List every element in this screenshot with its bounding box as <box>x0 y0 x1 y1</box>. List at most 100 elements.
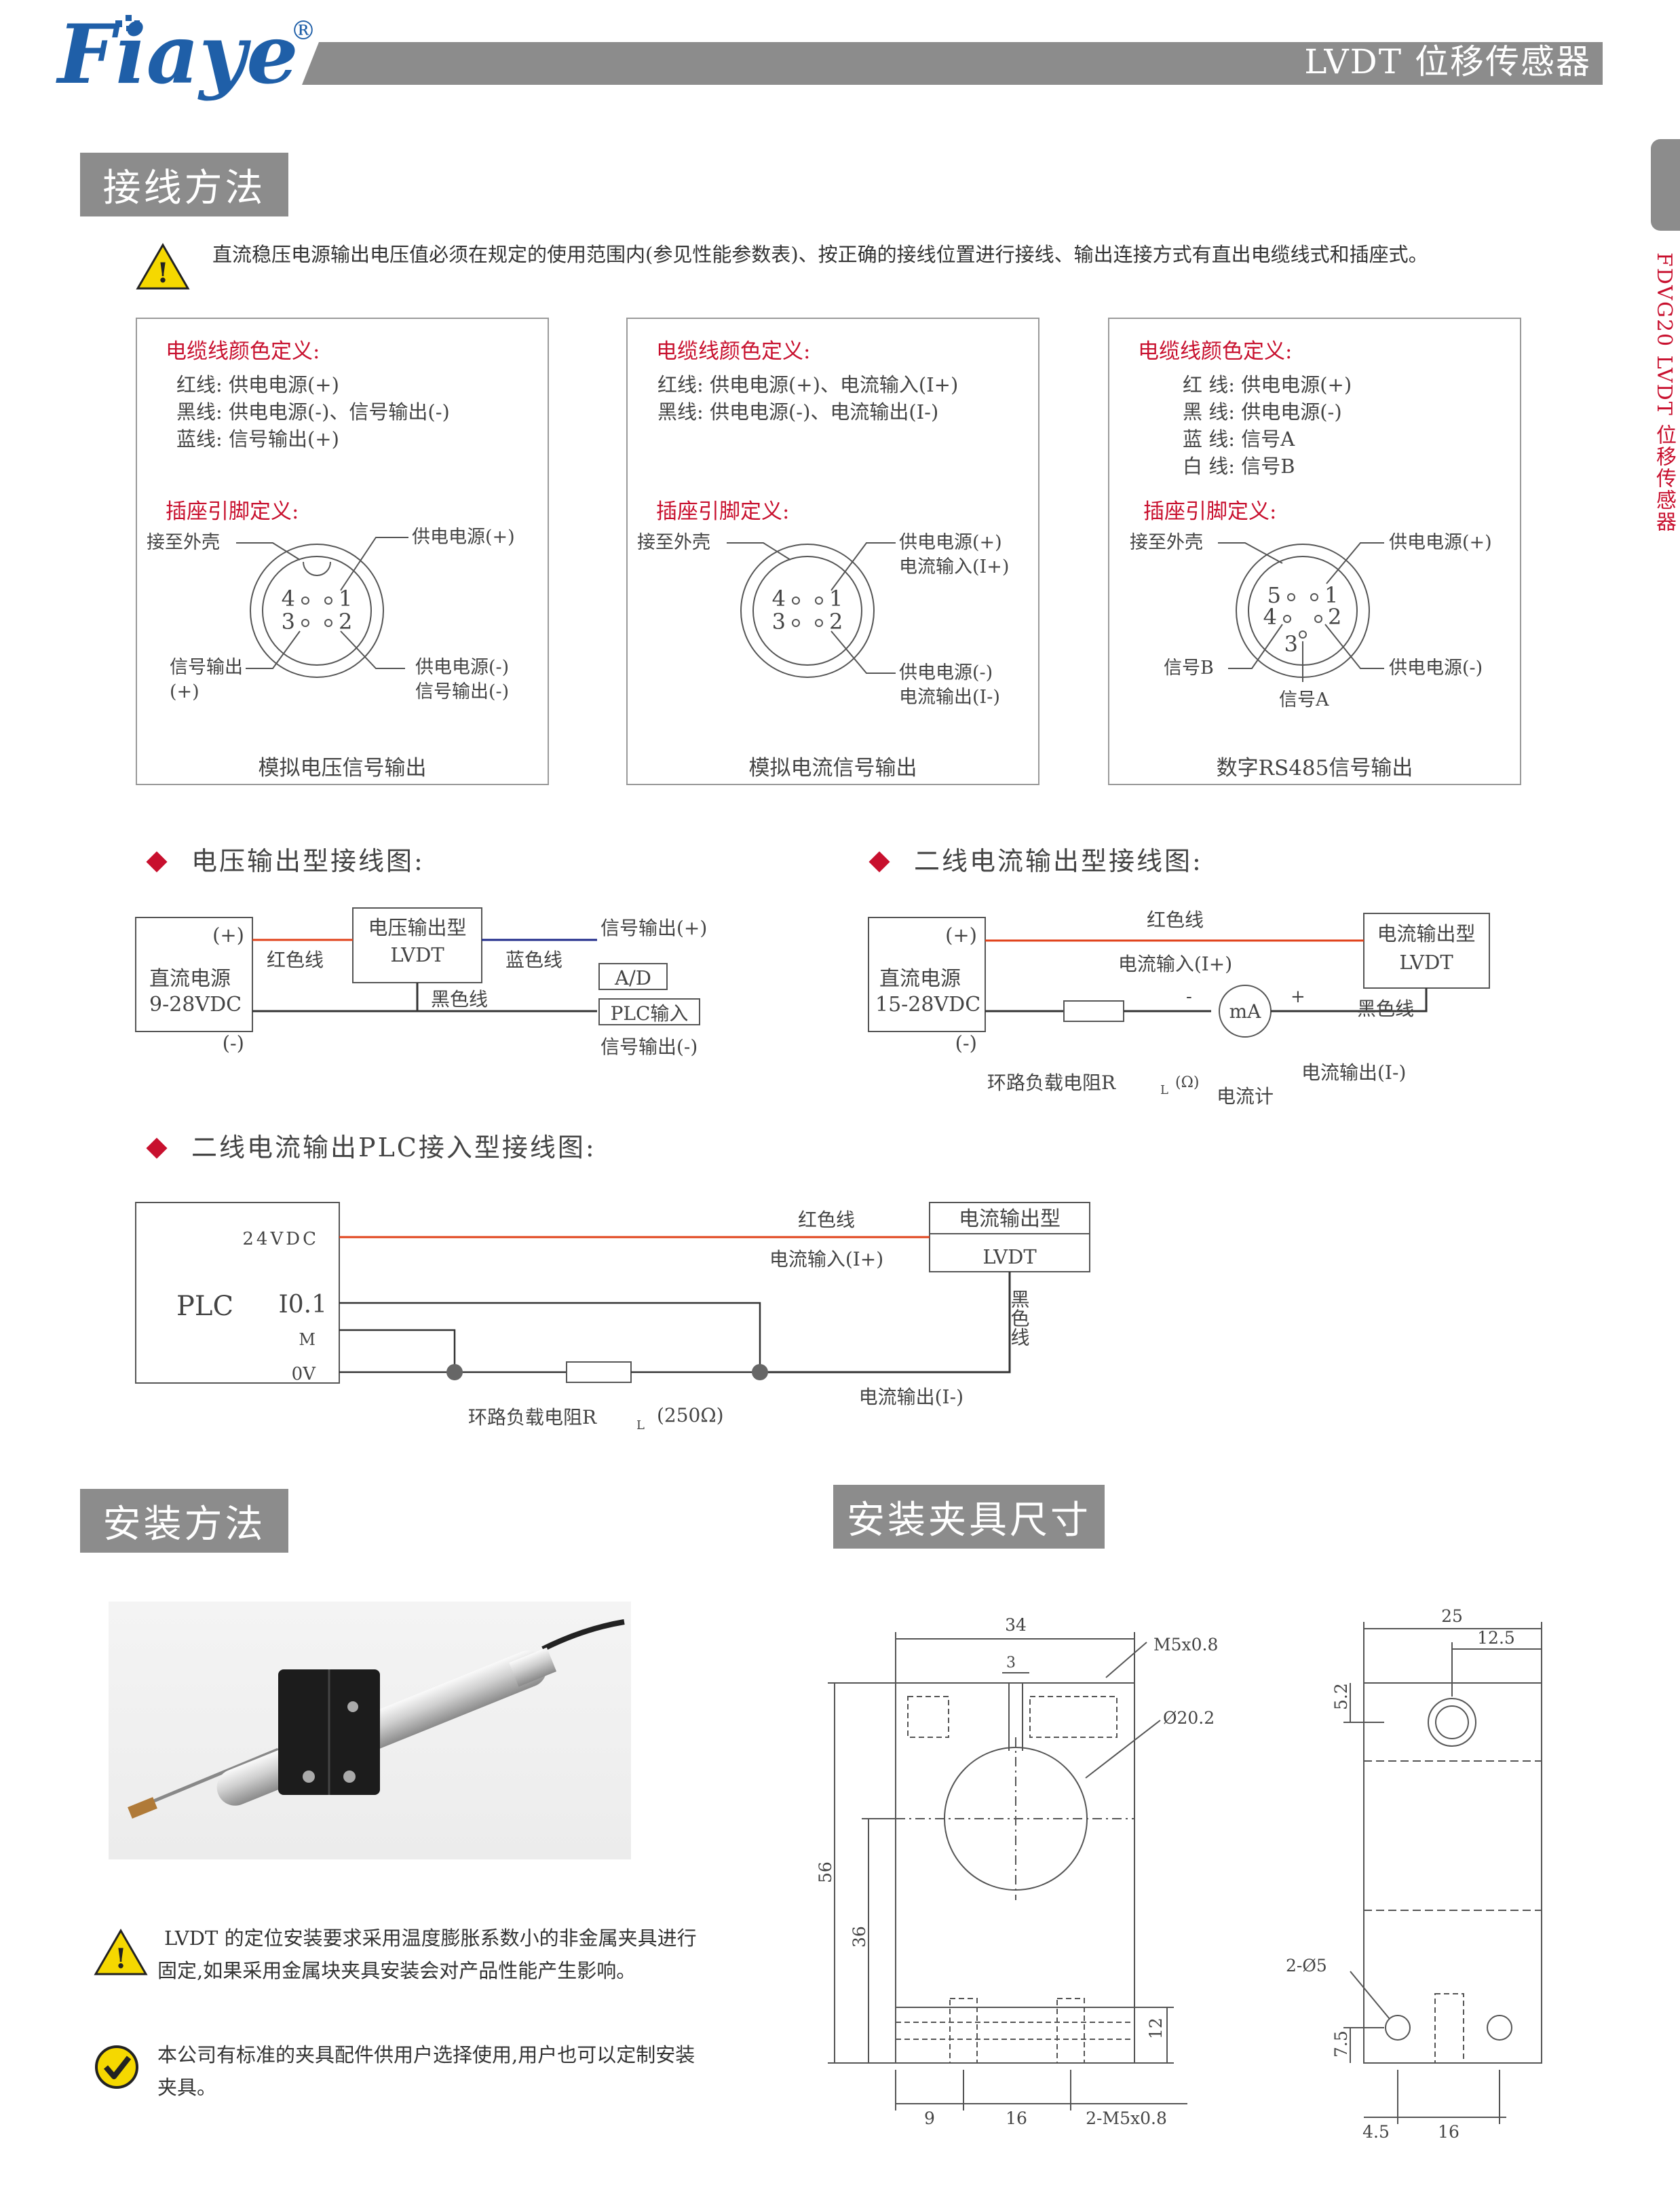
connector-diagram: 4 1 3 2 接至外壳 供电电源(+) 电流输入(I+) 供电电源(-) 电流… <box>637 532 1009 708</box>
svg-text:电流输入(I+): 电流输入(I+) <box>1118 953 1232 975</box>
svg-text:直流电源: 直流电源 <box>149 967 231 991</box>
svg-text:LVDT: LVDT <box>1399 951 1453 974</box>
svg-text:3: 3 <box>1006 1654 1016 1671</box>
cable-line: 白 线: 信号B <box>1183 455 1295 478</box>
pin-heading: 插座引脚定义: <box>656 499 790 524</box>
svg-text:红色线: 红色线 <box>1147 909 1204 931</box>
svg-text:接至外壳: 接至外壳 <box>637 532 710 553</box>
svg-text:电流输出(I-): 电流输出(I-) <box>1301 1061 1406 1084</box>
svg-text:电压输出型: 电压输出型 <box>368 916 466 939</box>
svg-text:接至外壳: 接至外壳 <box>1130 532 1203 553</box>
svg-text:供电电源(+): 供电电源(+) <box>412 527 515 548</box>
svg-text:1: 1 <box>829 586 843 611</box>
svg-text:信号输出: 信号输出 <box>170 657 243 678</box>
svg-text:1: 1 <box>339 586 352 611</box>
svg-text:15-28VDC: 15-28VDC <box>875 993 980 1017</box>
plc-wiring-diagram: PLC 24VDC I0.1 M 0V 红色线 电流输入(I+) 电流输出型 L… <box>135 1202 1090 1433</box>
diamond-icon <box>146 850 168 873</box>
svg-text:16: 16 <box>1006 2108 1027 2128</box>
header-bar: Fiaye ® LVDT 位移传感器 <box>56 7 1603 102</box>
pin-heading: 插座引脚定义: <box>1143 499 1277 524</box>
svg-text:!: ! <box>157 257 169 289</box>
svg-text:黑色线: 黑色线 <box>431 988 488 1010</box>
svg-text:mA: mA <box>1229 1000 1262 1023</box>
svg-text:(+): (+) <box>945 924 977 947</box>
svg-text:PLC: PLC <box>176 1291 233 1322</box>
install-note-check: 本公司有标准的夹具配件供用户选择使用,用户也可以定制安装夹具。 <box>157 2043 695 2099</box>
svg-text:(+): (+) <box>212 924 244 947</box>
check-icon <box>95 2045 138 2089</box>
svg-text:3: 3 <box>282 609 295 635</box>
svg-text:信号输出(+): 信号输出(+) <box>600 917 707 939</box>
cable-line: 红 线: 供电电源(+) <box>1183 373 1352 396</box>
svg-text:信号A: 信号A <box>1279 689 1329 711</box>
card-analog-voltage: 电缆线颜色定义: 红线: 供电电源(+) 黑线: 供电电源(-)、信号输出(-)… <box>136 318 549 785</box>
diamond-icon <box>868 850 890 873</box>
svg-text:信号输出(-): 信号输出(-) <box>415 681 509 702</box>
svg-text:9-28VDC: 9-28VDC <box>149 993 242 1017</box>
card-digital-rs485: 电缆线颜色定义: 红 线: 供电电源(+) 黑 线: 供电电源(-) 蓝 线: … <box>1108 318 1521 785</box>
svg-text:电流输出型: 电流输出型 <box>959 1207 1061 1231</box>
card-caption: 模拟电流信号输出 <box>748 756 917 780</box>
svg-text:4: 4 <box>772 586 786 611</box>
side-label: FDVG20 LVDT 位移传感器 <box>1652 252 1676 533</box>
svg-text:2-Ø5: 2-Ø5 <box>1286 1956 1327 1975</box>
svg-text:5: 5 <box>1267 582 1281 608</box>
svg-text:L: L <box>1160 1083 1168 1097</box>
cable-line: 蓝线: 信号输出(+) <box>176 428 339 451</box>
svg-text:12: 12 <box>1146 2018 1166 2039</box>
warning-icon: ! <box>94 1929 148 1975</box>
cable-line: 黑线: 供电电源(-)、电流输出(I-) <box>657 400 939 423</box>
svg-text:L: L <box>636 1418 645 1433</box>
svg-text:M5x0.8: M5x0.8 <box>1153 1635 1218 1654</box>
svg-text:电流输入(I+): 电流输入(I+) <box>769 1248 883 1270</box>
svg-text:LVDT: LVDT <box>390 943 444 966</box>
current-wiring-diagram: (+) (-) 直流电源 15-28VDC 红色线 电流输入(I+) 电流输出型… <box>868 909 1490 1108</box>
svg-text:36: 36 <box>849 1926 869 1948</box>
cable-line: 红线: 供电电源(+) <box>176 373 339 396</box>
section-title-install: 安装方法 <box>80 1489 288 1553</box>
svg-text:4.5: 4.5 <box>1362 2122 1390 2142</box>
svg-text:A/D: A/D <box>614 966 651 989</box>
svg-text:24VDC: 24VDC <box>242 1229 319 1249</box>
svg-text:2: 2 <box>339 609 352 635</box>
cable-line: 黑 线: 供电电源(-) <box>1183 400 1342 423</box>
svg-text:56: 56 <box>816 1861 835 1883</box>
svg-text:PLC输入: PLC输入 <box>611 1002 689 1025</box>
svg-text:黑色线: 黑色线 <box>1357 998 1414 1020</box>
svg-text:电流输入(I+): 电流输入(I+) <box>899 556 1009 578</box>
registered-mark: ® <box>290 16 316 45</box>
card-analog-current: 电缆线颜色定义: 红线: 供电电源(+)、电流输入(I+) 黑线: 供电电源(-… <box>626 318 1039 785</box>
svg-text:供电电源(+): 供电电源(+) <box>899 532 1002 553</box>
svg-text:黑色线: 黑色线 <box>1008 1289 1031 1346</box>
svg-text:2: 2 <box>829 609 843 635</box>
svg-text:(-): (-) <box>223 1031 244 1055</box>
voltage-wiring-diagram: (+) (-) 直流电源 9-28VDC 红色线 电压输出型 LVDT 蓝色线 … <box>135 907 707 1058</box>
svg-text:LVDT: LVDT <box>982 1245 1037 1268</box>
cable-line: 黑线: 供电电源(-)、信号输出(-) <box>176 400 450 423</box>
svg-text:I0.1: I0.1 <box>279 1291 327 1319</box>
svg-text:电流输出(I-): 电流输出(I-) <box>859 1386 963 1408</box>
svg-text:16: 16 <box>1438 2122 1459 2142</box>
cable-line: 红线: 供电电源(+)、电流输入(I+) <box>657 373 959 396</box>
svg-text:直流电源: 直流电源 <box>879 967 961 991</box>
svg-text:4: 4 <box>282 586 295 611</box>
cable-heading: 电缆线颜色定义: <box>166 339 320 364</box>
diamond-icon <box>146 1137 168 1159</box>
svg-text:环路负载电阻R: 环路负载电阻R <box>468 1406 597 1428</box>
svg-text:5.2: 5.2 <box>1331 1683 1351 1710</box>
svg-text:7.5: 7.5 <box>1331 2030 1351 2058</box>
svg-text:蓝色线: 蓝色线 <box>505 949 562 971</box>
svg-text:接至外壳: 接至外壳 <box>147 532 220 553</box>
side-tab <box>1651 139 1680 231</box>
connector-diagram: 4 1 3 2 接至外壳 供电电源(+) 信号输出 (+) 供电电源(-) 信号… <box>147 527 515 702</box>
svg-text:+: + <box>1291 987 1305 1007</box>
svg-text:供电电源(+): 供电电源(+) <box>1389 532 1492 553</box>
title-bar <box>302 42 1603 85</box>
svg-text:(Ω): (Ω) <box>1175 1074 1199 1091</box>
warning-icon: ! <box>136 243 190 290</box>
install-note-warning: LVDT 的定位安装要求采用温度膨胀系数小的非金属夹具进行固定,如果采用金属块夹… <box>157 1927 697 1982</box>
clamp-drawing: 34 3 M5x0.8 Ø20.2 56 36 12 9 16 2-M5x0.8… <box>816 1606 1542 2142</box>
svg-text:电流计: 电流计 <box>1217 1085 1274 1108</box>
svg-text:12.5: 12.5 <box>1477 1628 1515 1648</box>
